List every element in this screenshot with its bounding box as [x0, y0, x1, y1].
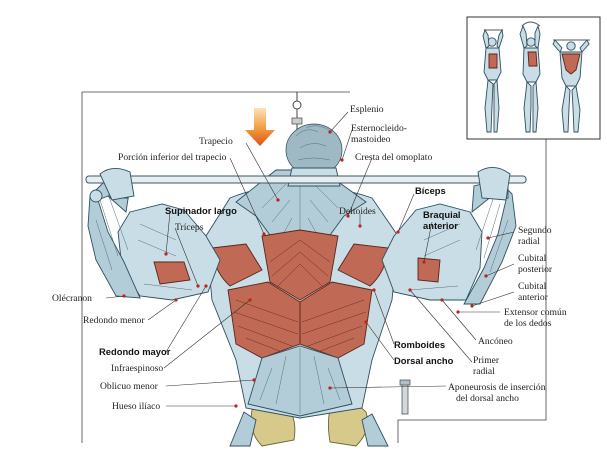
bench-post [399, 379, 411, 415]
label-braquial-anterior-2: anterior [423, 220, 458, 231]
leader-lines [105, 111, 515, 407]
label-segundo-radial-2: radial [518, 236, 540, 247]
label-olecranon: Olécranon [52, 293, 92, 304]
label-primer-radial-2: radial [473, 366, 495, 377]
label-redondo-mayor: Redondo mayor [99, 346, 171, 357]
label-trapecio: Trapecio [199, 136, 233, 147]
left-hand [99, 168, 135, 201]
label-segundo-radial-1: Segundo [518, 225, 552, 236]
latissimus-right [299, 281, 373, 359]
label-braquial-anterior-1: Braquial [423, 209, 461, 220]
torso [205, 169, 399, 419]
label-esplenio: Esplenio [350, 104, 384, 115]
exercise-thumbnail [466, 16, 601, 140]
label-deltoides: Deltoides [339, 206, 376, 217]
muscle-markers [122, 130, 490, 408]
label-dorsal-ancho: Dorsal ancho [394, 355, 454, 366]
label-aponeurosis-2: del dorsal ancho [456, 393, 519, 404]
label-cubital-anterior-1: Cubital [518, 281, 547, 292]
label-infraespinoso: Infraespinoso [111, 363, 163, 374]
thumbnail-figure-back [552, 39, 590, 133]
label-anconeo: Ancóneo [478, 336, 513, 347]
label-cubital-posterior-1: Cubital [518, 253, 547, 264]
pelvis-bones [229, 401, 389, 447]
thumbnail-figure-start [482, 28, 504, 133]
label-aponeurosis-1: Aponeurosis de inserción [448, 382, 546, 393]
label-esternocleidomastoideo-2: mastoideo [351, 134, 391, 145]
left-arm [87, 175, 221, 301]
label-biceps: Bíceps [415, 185, 446, 196]
right-arm [381, 174, 517, 305]
label-hueso-iliaco: Hueso ilíaco [112, 401, 160, 412]
label-cubital-anterior-2: anterior [518, 292, 549, 303]
labels: Esplenio Esternocleido- mastoideo Trapec… [52, 104, 567, 412]
right-hand [477, 167, 511, 201]
label-porcion-inferior-trapecio: Porción inferior del trapecio [118, 152, 227, 163]
label-cubital-posterior-2: posterior [518, 264, 553, 275]
label-cresta-omoplato: Cresta del omoplato [355, 152, 432, 163]
lat-pulldown-bar [85, 175, 527, 184]
label-extensor-comun-2: de los dedos [504, 318, 552, 329]
label-oblicuo-menor: Oblicuo menor [100, 381, 159, 392]
label-esternocleidomastoideo-1: Esternocleido- [351, 123, 407, 134]
down-arrow-icon [245, 108, 275, 146]
label-extensor-comun-1: Extensor común [504, 307, 567, 318]
rhomboids [261, 229, 339, 301]
label-primer-radial-1: Primer [473, 355, 500, 366]
thumbnail-figure-side [519, 21, 541, 133]
label-romboides: Romboides [394, 339, 445, 350]
label-supinador-largo: Supinador largo [165, 205, 237, 216]
label-redondo-menor: Redondo menor [83, 315, 145, 326]
label-triceps: Tríceps [175, 222, 204, 233]
